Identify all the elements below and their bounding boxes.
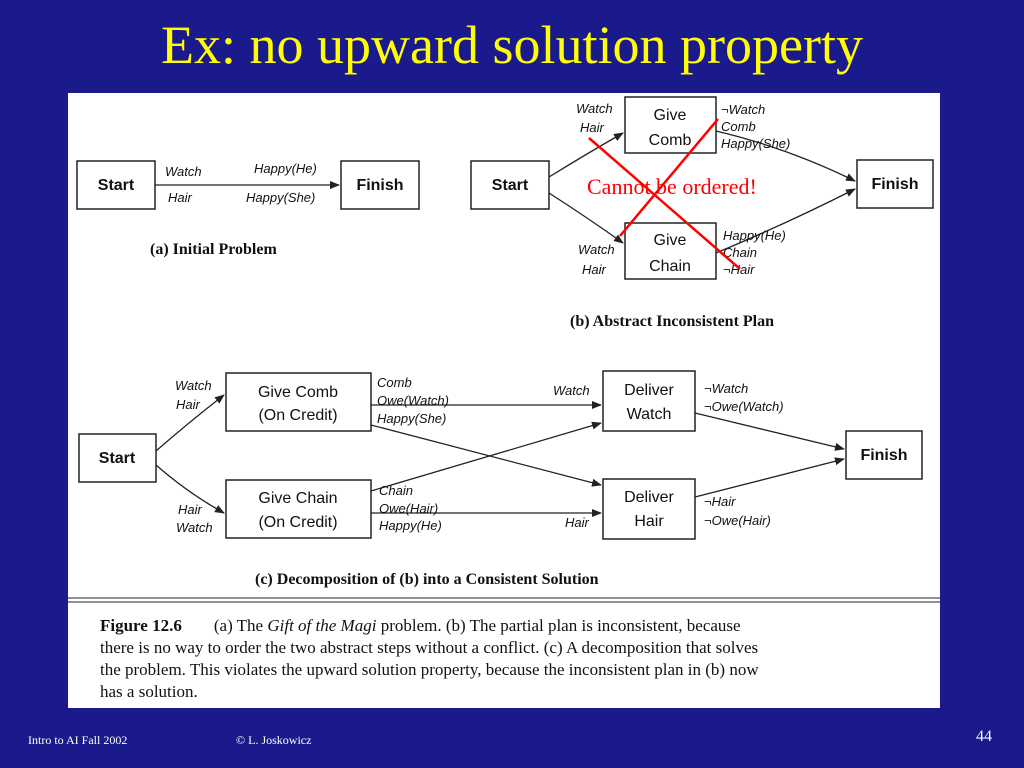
a-effect-happy-she: Happy(She) [246,190,315,205]
a-effect-happy-he: Happy(He) [254,161,317,176]
c-deliver-watch-node [602,370,696,432]
figure-caption: Figure 12.6 (a) The Gift of the Magi prob… [100,615,928,703]
cross-annotation: Cannot be ordered! [587,118,757,270]
b-start-chain-arrow [548,192,624,244]
c-give-comb-line1: Give Comb [258,384,338,401]
b-chain-finish-arrow [715,188,856,254]
footer-course: Intro to AI Fall 2002 [28,733,128,747]
b-give-comb-line1: Give [654,107,687,124]
c-deliver-hair-line1: Deliver [624,489,674,506]
caption-line-4: has a solution. [100,682,198,701]
b-start-comb-arrow [548,132,624,178]
c-gch-eff-happyhe: Happy(He) [379,518,442,533]
c-gch-pre-watch: Watch [176,520,213,535]
a-precondition-hair: Hair [168,190,193,205]
b-give-comb-line2: Comb [649,132,692,149]
c-start-label: Start [99,450,136,467]
c-gch-eff-chain: Chain [379,483,413,498]
c-dh-pre-hair: Hair [565,515,590,530]
c-start-node [78,433,157,483]
footer-copyright: © L. Joskowicz [236,733,312,747]
caption-text-part1: (a) The [213,616,268,635]
b-chain-eff-chain: Chain [723,245,757,260]
b-chain-pre-hair: Hair [582,262,607,277]
b-comb-eff-happyshe: Happy(She) [721,136,790,151]
a-start-label: Start [98,177,135,194]
b-comb-eff-notwatch: ¬Watch [721,102,765,117]
c-deliver-hair-node [602,478,696,540]
a-finish-node [340,160,420,210]
caption-figure-label: Figure 12.6 [100,616,182,635]
c-finish-node [845,430,923,480]
c-deliver-watch-line2: Watch [627,406,672,423]
slide-title: Ex: no upward solution property [161,15,863,75]
b-start-node [470,160,550,210]
c-deliver-hair-line2: Hair [634,513,664,530]
red-cross-line-1 [588,137,741,270]
b-finish-label: Finish [871,176,918,193]
red-cross-line-2 [619,118,719,237]
cannot-be-ordered-note: Cannot be ordered! [587,174,757,199]
caption-line-2: there is no way to order the two abstrac… [100,638,759,657]
c-deliverhair-finish-arrow [694,457,845,498]
c-dw-pre-watch: Watch [553,383,590,398]
c-givecomb-deliverhair-arrow [370,424,602,487]
b-chain-eff-happyhe: Happy(He) [723,228,786,243]
c-gch-pre-hair: Hair [178,502,203,517]
c-gc-eff-comb: Comb [377,375,412,390]
caption-text-part2: problem. (b) The partial plan is inconsi… [376,616,741,635]
c-give-comb-line2: (On Credit) [258,407,337,424]
diagram-c: Start Finish Give Comb (On Credit) Give … [78,370,923,588]
page-number: 44 [976,728,992,745]
b-comb-pre-watch: Watch [576,101,613,116]
c-givechain-deliverwatch-arrow [370,421,602,492]
b-finish-node [856,159,934,209]
a-precondition-watch: Watch [165,164,202,179]
c-gc-eff-happyshe: Happy(She) [377,411,446,426]
c-give-chain-line2: (On Credit) [258,514,337,531]
caption-line-1: Figure 12.6 (a) The Gift of the Magi prob… [100,615,928,637]
c-dh-eff-nothair: ¬Hair [704,494,736,509]
diagram-b: Start Finish Give Comb Give Chain Watch … [470,96,934,330]
c-deliverwatch-finish-arrow [694,412,845,451]
c-gc-pre-hair: Hair [176,397,201,412]
c-deliver-watch-line1: Deliver [624,382,674,399]
b-give-chain-line1: Give [654,232,687,249]
c-give-chain-line1: Give Chain [258,490,337,507]
c-dw-eff-notwatch: ¬Watch [704,381,748,396]
b-give-comb-node [624,96,717,154]
c-start-givecomb-arrow [155,394,225,452]
b-comb-eff-comb: Comb [721,119,756,134]
b-give-chain-node [624,222,717,280]
diagram-canvas: Start Finish Watch Hair Happy(He) Happy(… [68,96,940,603]
c-caption: (c) Decomposition of (b) into a Consiste… [255,571,599,588]
c-give-comb-node [225,372,372,432]
c-gc-eff-owewatch: Owe(Watch) [377,393,449,408]
caption-italic-title: Gift of the Magi [267,616,377,635]
caption-line-3: the problem. This violates the upward so… [100,660,759,679]
b-caption: (b) Abstract Inconsistent Plan [570,313,774,330]
c-finish-label: Finish [860,447,907,464]
c-dh-eff-notowehair: ¬Owe(Hair) [704,513,771,528]
b-comb-finish-arrow [715,130,856,182]
a-finish-label: Finish [356,177,403,194]
a-caption: (a) Initial Problem [150,241,277,258]
figure-panel: Start Finish Watch Hair Happy(He) Happy(… [68,93,940,708]
b-chain-pre-watch: Watch [578,242,615,257]
diagram-a: Start Finish Watch Hair Happy(He) Happy(… [76,160,420,258]
c-gch-eff-owehair: Owe(Hair) [379,501,438,516]
b-start-label: Start [492,177,529,194]
c-dw-eff-notowewatch: ¬Owe(Watch) [704,399,784,414]
c-start-givechain-arrow [155,464,225,514]
b-comb-pre-hair: Hair [580,120,605,135]
c-gc-pre-watch: Watch [175,378,212,393]
c-give-chain-node [225,479,372,539]
b-give-chain-line2: Chain [649,258,691,275]
